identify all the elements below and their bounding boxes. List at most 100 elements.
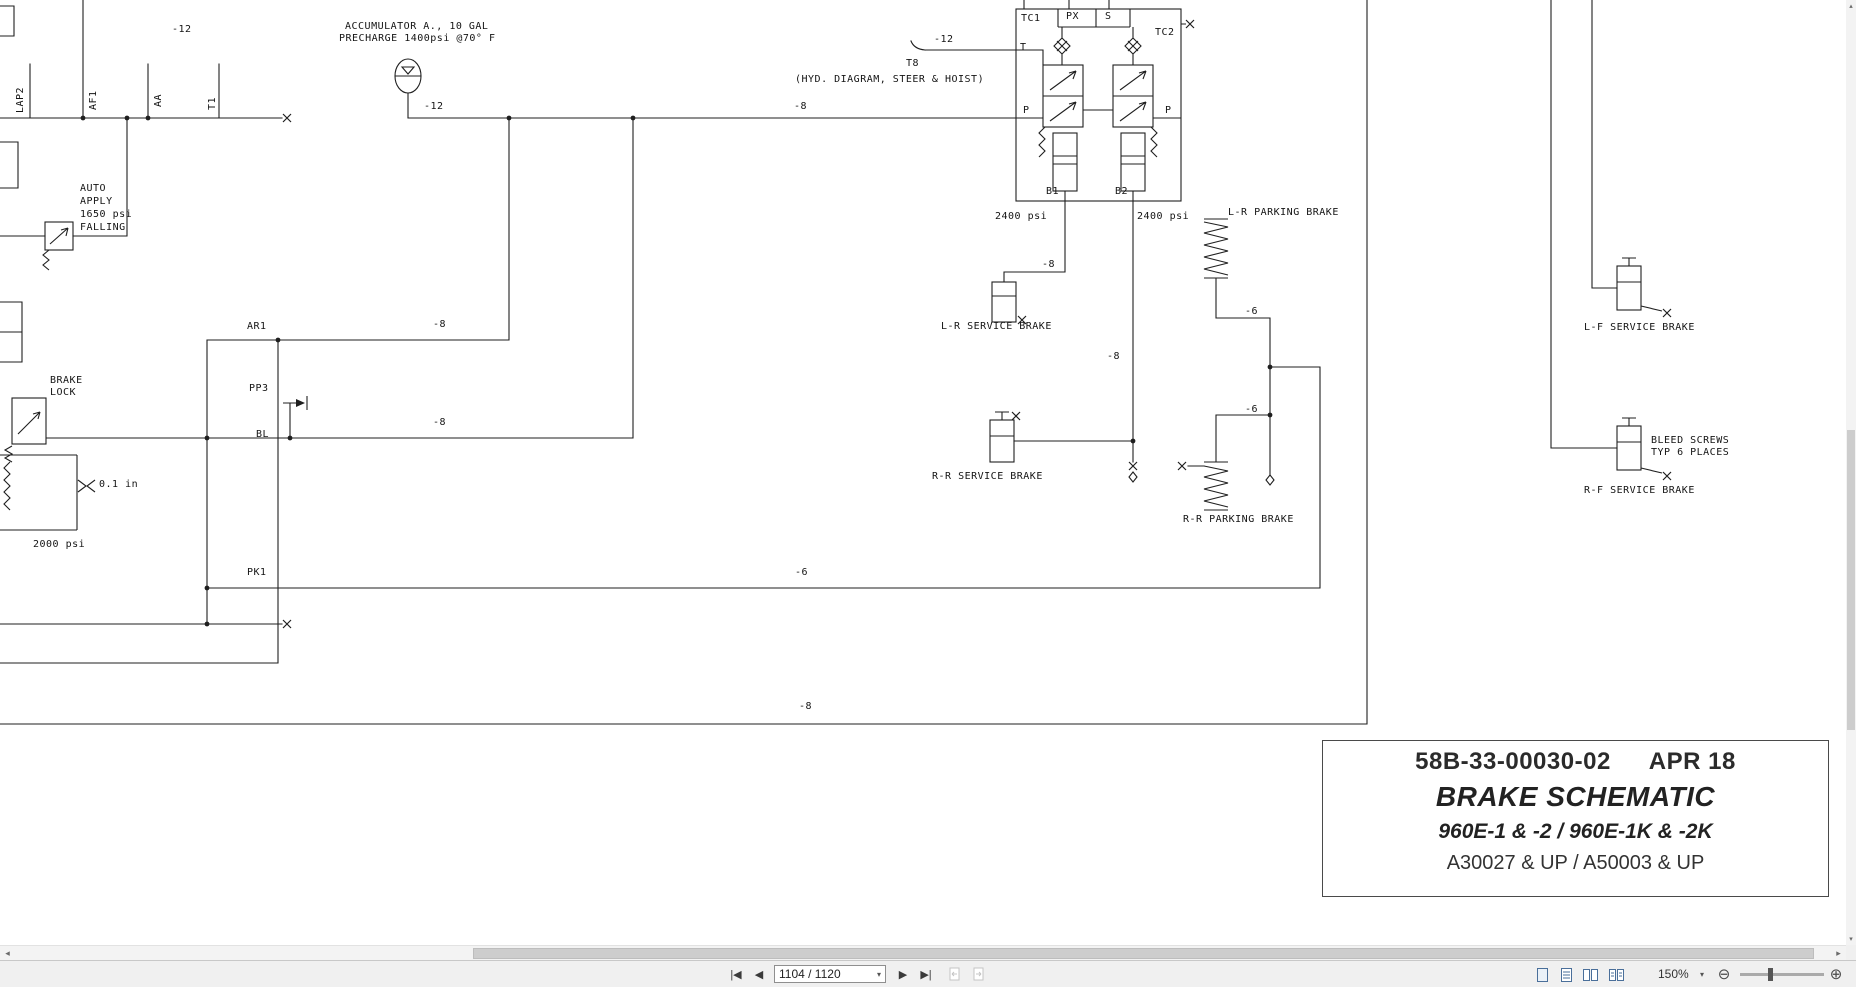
label-bleed-screws-2: TYP 6 PLACES (1651, 447, 1730, 458)
continuous-view-button[interactable] (1557, 966, 1575, 983)
label-hose-8-ar1: -8 (433, 319, 447, 330)
t8-hose-symbol (910, 40, 926, 51)
label-port-px: PX (1066, 11, 1080, 22)
label-port-bl: BL (256, 429, 270, 440)
label-port-lap2: LAP2 (15, 86, 26, 113)
label-port-t: T (1020, 42, 1027, 53)
accumulator-symbol (394, 58, 422, 118)
page-number-input[interactable]: 1104 / 1120 ▾ (774, 965, 886, 983)
label-port-s: S (1105, 11, 1112, 22)
label-hose-12-accumulator: -12 (424, 101, 444, 112)
label-auto-apply-2: APPLY (80, 196, 113, 207)
horizontal-scrollbar[interactable]: ◂ ▸ (0, 945, 1846, 961)
junction-dots (80, 115, 1273, 627)
hscroll-right-arrow[interactable]: ▸ (1831, 946, 1846, 961)
label-2000psi: 2000 psi (33, 539, 86, 550)
two-page-continuous-view-button[interactable] (1607, 966, 1625, 983)
filter-check-symbols (1053, 27, 1142, 65)
label-bleed-screws-1: BLEED SCREWS (1651, 435, 1730, 446)
label-hose-6-lr-parking: -6 (1245, 306, 1259, 317)
first-page-button[interactable]: |◀ (726, 961, 746, 987)
vertical-scrollbar[interactable]: ▴ ▾ (1846, 0, 1856, 945)
label-hose-6-rr-parking: -6 (1245, 404, 1259, 415)
label-port-t1: T1 (207, 96, 218, 110)
label-rr-parking-brake: R-R PARKING BRAKE (1183, 514, 1294, 525)
brake-lock-valve-symbol (3, 397, 47, 463)
document-canvas[interactable]: ACCUMULATOR A., 10 GAL PRECHARGE 1400psi… (0, 0, 1846, 945)
previous-view-button[interactable] (946, 966, 964, 983)
next-view-icon (973, 967, 984, 981)
zoom-out-button[interactable]: ⊖ (1714, 961, 1734, 987)
hscroll-thumb[interactable] (473, 948, 1814, 959)
zoom-dropdown-caret-icon[interactable]: ▾ (1700, 970, 1705, 979)
label-gap-setting: 0.1 in (99, 479, 139, 490)
previous-page-button[interactable]: ◀ (750, 961, 768, 987)
drawing-date: APR 18 (1648, 748, 1736, 775)
label-port-b1: B1 (1046, 186, 1060, 197)
label-port-p-left: P (1023, 105, 1030, 116)
label-hose-6-pk1: -6 (795, 567, 809, 578)
label-t8-reference: (HYD. DIAGRAM, STEER & HOIST) (795, 74, 985, 85)
label-lr-parking-brake: L-R PARKING BRAKE (1228, 207, 1339, 218)
vscroll-up-icon: ▴ (1849, 3, 1853, 10)
zoom-slider-thumb[interactable] (1768, 968, 1773, 981)
label-brake-lock-1: BRAKE (50, 375, 83, 386)
zoom-level-value[interactable]: 150% (1658, 967, 1689, 981)
zoom-out-icon: ⊖ (1717, 966, 1731, 983)
drawing-number: 58B-33-00030-02 (1415, 748, 1611, 775)
label-port-pp3: PP3 (249, 383, 269, 394)
two-page-continuous-view-icon (1608, 968, 1624, 981)
x-port-markers (282, 19, 1672, 629)
two-page-view-button[interactable] (1581, 966, 1599, 983)
label-port-pk1: PK1 (247, 567, 267, 578)
label-hose-8-supply: -8 (794, 101, 808, 112)
label-hose-8-b2: -8 (1107, 351, 1121, 362)
brake-schematic-linework (0, 0, 1672, 725)
lr-parking-brake-symbol (1203, 218, 1229, 279)
title-block-row1: 58B-33-00030-02 APR 18 (1415, 748, 1736, 776)
last-page-button[interactable]: ▶| (916, 961, 936, 987)
label-hose-8-b1: -8 (1042, 259, 1056, 270)
diamond-connectors (1128, 471, 1275, 486)
lf-service-brake-symbol (1616, 257, 1663, 312)
pp3-test-port-symbol (283, 396, 308, 438)
label-port-p-right: P (1165, 105, 1172, 116)
vscroll-thumb[interactable] (1847, 430, 1855, 730)
vscroll-down-arrow[interactable]: ▾ (1846, 933, 1856, 945)
next-page-button[interactable]: ▶ (894, 961, 912, 987)
single-page-view-button[interactable] (1533, 966, 1551, 983)
label-auto-apply-4: FALLING (80, 222, 126, 233)
viewer-toolbar: |◀ ◀ 1104 / 1120 ▾ ▶ ▶| 150% ▾ ⊖ (0, 960, 1856, 987)
label-lf-service-brake: L-F SERVICE BRAKE (1584, 322, 1695, 333)
label-hose-12-t8: -12 (934, 34, 954, 45)
hscroll-right-icon: ▸ (1836, 948, 1841, 958)
next-page-icon: ▶ (898, 968, 908, 981)
label-rr-service-brake: R-R SERVICE BRAKE (932, 471, 1043, 482)
rr-parking-brake-symbol (1203, 461, 1229, 511)
dual-relay-valve-block (1015, 8, 1186, 202)
last-page-icon: ▶| (920, 968, 932, 981)
label-auto-apply-1: AUTO (80, 183, 107, 194)
label-lr-service-brake: L-R SERVICE BRAKE (941, 321, 1052, 332)
zoom-in-button[interactable]: ⊕ (1826, 961, 1846, 987)
label-hose-8-bottom: -8 (799, 701, 813, 712)
label-port-af1: AF1 (88, 90, 99, 110)
label-port-tc1: TC1 (1021, 13, 1041, 24)
rf-service-brake-symbol (1616, 417, 1663, 474)
next-view-button[interactable] (970, 966, 988, 983)
hscroll-left-icon: ◂ (5, 948, 10, 958)
label-rf-service-brake: R-F SERVICE BRAKE (1584, 485, 1695, 496)
zoom-slider[interactable] (1740, 968, 1824, 981)
hscroll-left-arrow[interactable]: ◂ (0, 946, 15, 961)
previous-view-icon (949, 967, 960, 981)
vscroll-up-arrow[interactable]: ▴ (1846, 0, 1856, 12)
zoom-in-icon: ⊕ (1829, 966, 1843, 983)
title-block: 58B-33-00030-02 APR 18 BRAKE SCHEMATIC 96… (1322, 740, 1829, 897)
two-page-view-icon (1582, 968, 1598, 981)
drawing-title: BRAKE SCHEMATIC (1435, 781, 1716, 812)
drawing-models: 960E-1 & -2 / 960E-1K & -2K (1438, 820, 1713, 843)
label-port-tc2: TC2 (1155, 27, 1175, 38)
page-indicator-value: 1104 / 1120 (779, 967, 841, 981)
page-dropdown-caret-icon[interactable]: ▾ (876, 969, 881, 979)
